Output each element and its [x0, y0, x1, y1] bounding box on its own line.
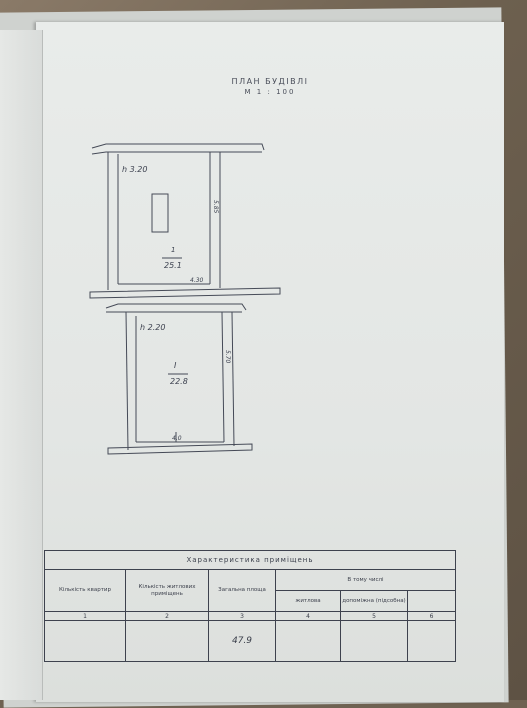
- document-sheet: ПЛАН БУДІВЛІ М 1 : 100 h 3: [36, 22, 504, 702]
- col-number-1: 1: [44, 611, 126, 621]
- room2-bottom-slab: [107, 443, 253, 455]
- cell-auxiliary: [340, 620, 408, 662]
- cell-col6: [407, 620, 456, 662]
- room2-number: I: [174, 361, 177, 370]
- col-number-6: 6: [407, 611, 456, 621]
- header-col6: [407, 590, 456, 612]
- room2-area: 22.8: [170, 377, 188, 386]
- room1-top-wall: [91, 143, 265, 151]
- cell-total-area: 47.9: [208, 620, 276, 662]
- room1-stove: [151, 193, 169, 233]
- header-auxiliary: допоміжна (підсобна): [340, 590, 408, 612]
- cell-living: [275, 620, 341, 662]
- left-page-edge: [0, 30, 43, 700]
- header-apartments: Кількість квартир: [44, 569, 126, 612]
- cell-apartments: [44, 620, 126, 662]
- doc-title: ПЛАН БУДІВЛІ: [231, 77, 309, 86]
- room2-right-wall-outer: [231, 311, 235, 447]
- room2-left-wall-outer: [125, 311, 129, 451]
- room2-right-wall-inner: [221, 311, 225, 443]
- header-total-area: Загальна площа: [208, 569, 276, 612]
- col-number-2: 2: [125, 611, 209, 621]
- cell-living-rooms-count: [125, 620, 209, 662]
- col-number-3: 3: [208, 611, 276, 621]
- header-living-rooms-count: Кількість житлових приміщень: [125, 569, 209, 612]
- room1-height: h 3.20: [122, 165, 147, 174]
- room2-bottom-dim: 4.0: [172, 435, 182, 442]
- room2-height: h 2.20: [140, 323, 165, 332]
- col-number-5: 5: [340, 611, 408, 621]
- room1-area: 25.1: [164, 261, 182, 270]
- room1-bottom-slab: [89, 287, 281, 299]
- table-caption: Характеристика приміщень: [44, 550, 456, 570]
- header-including: В тому числі: [275, 569, 456, 591]
- header-living: житлова: [275, 590, 341, 612]
- room1-side-dim: 5.85: [212, 200, 219, 214]
- room1-number: 1: [171, 246, 175, 254]
- rooms-characteristics-table: Характеристика приміщень Кількість кварт…: [44, 550, 456, 662]
- col-number-4: 4: [275, 611, 341, 621]
- floor-plan: h 3.20 5.85 4.30 1 25.1 h 2.20 5.70 4.0 …: [89, 143, 281, 455]
- room2-side-dim: 5.70: [224, 350, 231, 364]
- room2-top-wall: [105, 303, 247, 311]
- room1-top-wall-inner: [91, 151, 262, 155]
- room1-bottom-dim: 4.30: [190, 277, 204, 284]
- doc-scale: М 1 : 100: [244, 88, 296, 96]
